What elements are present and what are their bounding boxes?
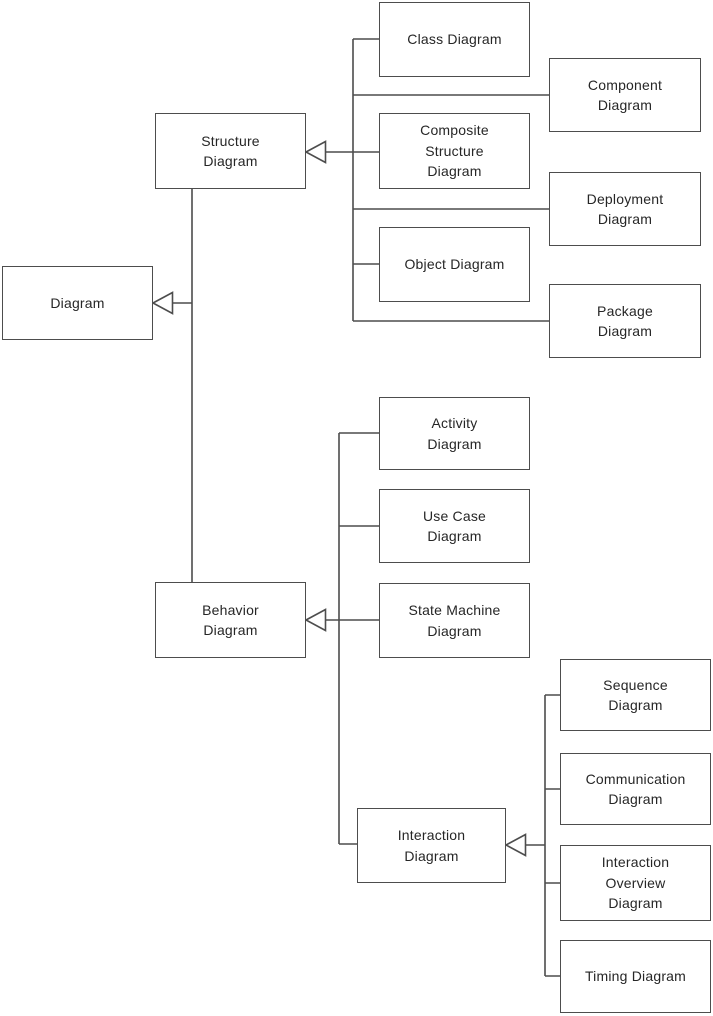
node-state-machine-diagram-label: State Machine Diagram (408, 602, 501, 639)
node-timing-diagram-label: Timing Diagram (584, 968, 687, 985)
generalization-arrowhead-icon (304, 140, 327, 164)
node-use-case-diagram-label: Use Case Diagram (422, 507, 487, 545)
node-deployment-diagram: Deployment Diagram (549, 172, 701, 246)
node-structure-diagram: Structure Diagram (155, 113, 306, 189)
node-timing-diagram: Timing Diagram (560, 940, 711, 1013)
node-class-diagram-label: Class Diagram (407, 31, 502, 48)
node-package-diagram: Package Diagram (549, 284, 701, 358)
node-interaction-overview-diagram-label: Interaction Overview Diagram (601, 854, 670, 912)
node-behavior-diagram: Behavior Diagram (155, 582, 306, 658)
edge-line (325, 432, 379, 845)
node-activity-diagram: Activity Diagram (379, 397, 530, 470)
node-behavior-diagram-label: Behavior Diagram (202, 601, 259, 639)
generalization-arrowhead-icon (304, 608, 327, 632)
node-use-case-diagram: Use Case Diagram (379, 489, 530, 563)
edge-interaction-children (504, 694, 560, 977)
node-sequence-diagram-label: Sequence Diagram (603, 676, 668, 714)
node-communication-diagram: Communication Diagram (560, 753, 711, 825)
node-state-machine-diagram: State Machine Diagram (379, 583, 530, 658)
edge-behavior-children (304, 432, 379, 845)
edge-line (525, 694, 560, 977)
node-activity-diagram-label: Activity Diagram (427, 415, 482, 452)
generalization-arrowhead-icon (151, 291, 174, 315)
node-object-diagram-label: Object Diagram (404, 256, 505, 273)
node-diagram-label: Diagram (50, 294, 105, 311)
edge-line (325, 38, 549, 322)
node-interaction-overview-diagram: Interaction Overview Diagram (560, 845, 711, 921)
node-communication-diagram-label: Communication Diagram (585, 770, 686, 808)
generalization-arrowhead-icon (504, 833, 527, 857)
edge-structure-children (304, 38, 549, 322)
node-composite-structure-diagram: Composite Structure Diagram (379, 113, 530, 189)
node-interaction-diagram-label: Interaction Diagram (397, 827, 466, 864)
node-structure-diagram-label: Structure Diagram (201, 132, 260, 170)
node-composite-structure-diagram-label: Composite Structure Diagram (420, 122, 489, 180)
node-sequence-diagram: Sequence Diagram (560, 659, 711, 731)
node-object-diagram: Object Diagram (379, 227, 530, 302)
edge-diagram-children (151, 189, 193, 582)
node-diagram: Diagram (2, 266, 153, 340)
node-component-diagram-label: Component Diagram (587, 76, 663, 114)
edge-line (172, 189, 193, 582)
node-class-diagram: Class Diagram (379, 2, 530, 77)
node-package-diagram-label: Package Diagram (597, 302, 653, 340)
node-interaction-diagram: Interaction Diagram (357, 808, 506, 883)
node-component-diagram: Component Diagram (549, 58, 701, 132)
node-deployment-diagram-label: Deployment Diagram (586, 190, 664, 228)
